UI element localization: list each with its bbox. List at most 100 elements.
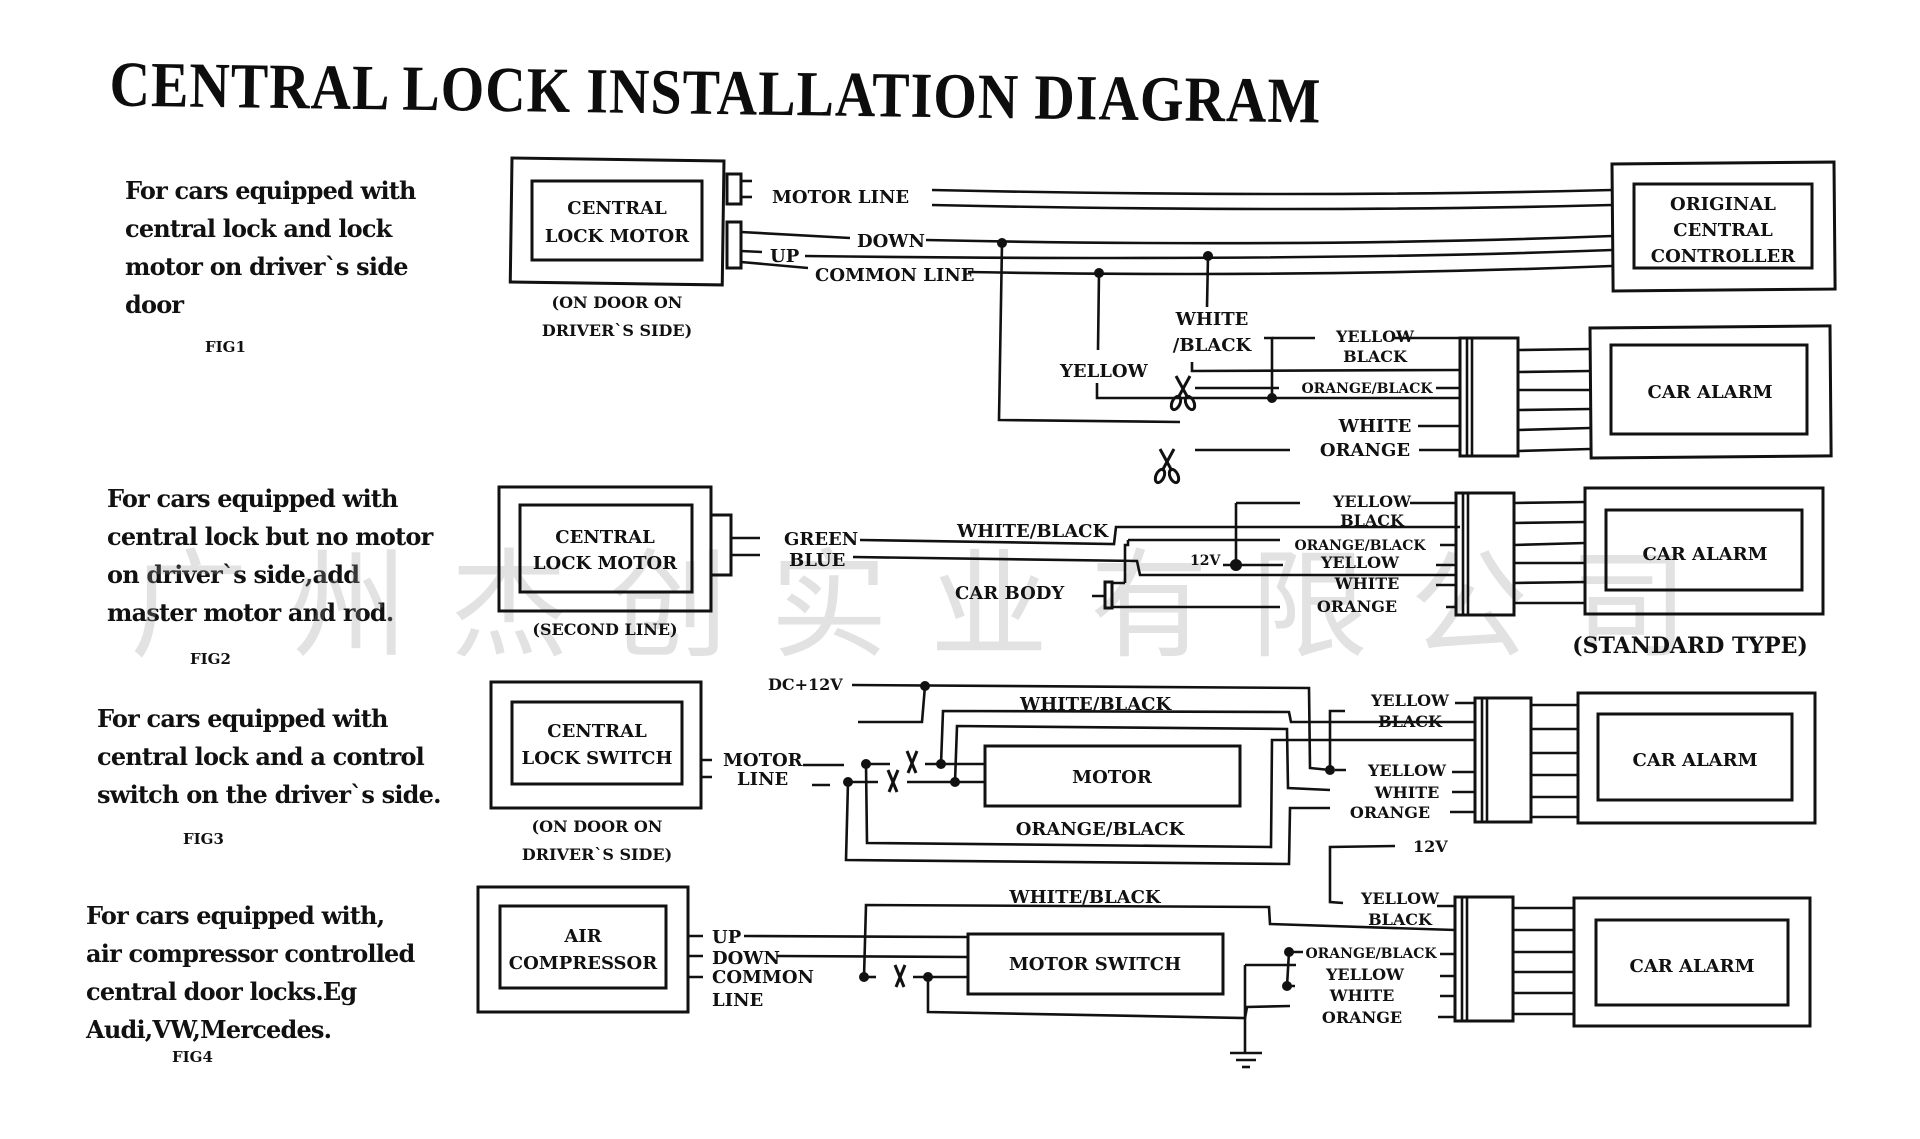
fig4-label-yellow: YELLOW: [1325, 965, 1405, 984]
scissors-icon: [893, 963, 907, 989]
fig1-label-orange: ORANGE: [1320, 440, 1410, 461]
fig2-label-yellow-black: BLACK: [1340, 511, 1405, 530]
junction-dot-icon: [1267, 393, 1277, 403]
fig2-label-12v: 12V: [1190, 553, 1221, 569]
fig3-label-motor-line: MOTOR: [723, 750, 804, 771]
wire-motor-branch: [953, 724, 1331, 792]
wire-yellow-to-alarm: [1095, 383, 1460, 400]
connector-plug-icon: [1092, 580, 1280, 610]
scissors-icon: [905, 749, 919, 775]
fig1-desc-line: central lock and lock: [125, 214, 392, 243]
fig4-description: For cars equipped with, air compressor c…: [86, 897, 415, 1049]
fig4-harness-connector: [1453, 895, 1574, 1023]
wire-orange-loop: [844, 781, 1330, 866]
controller-line: CENTRAL: [1673, 220, 1773, 241]
fig3-motor-box: MOTOR: [983, 744, 1242, 808]
fig1-device-line: CENTRAL: [567, 198, 667, 219]
fig2-label-yellow-black: YELLOW: [1332, 492, 1412, 511]
wire-yellow-drop: [1096, 272, 1101, 351]
fig1-device-caption: (ON DOOR ON: [552, 293, 683, 312]
fig1-original-central-controller-box: ORIGINAL CENTRAL CONTROLLER: [1610, 160, 1837, 293]
fig2-label: FIG2: [190, 650, 231, 668]
fig3-desc-line: For cars equipped with: [97, 704, 389, 733]
junction-dot-icon: [1230, 559, 1242, 571]
motor-switch-label: MOTOR SWITCH: [1009, 954, 1181, 975]
fig2-diagram: CENTRAL LOCK MOTOR (SECOND LINE) GREEN B…: [497, 485, 1825, 659]
fig2-label-white: WHITE: [1334, 574, 1400, 593]
wire-white-drop: [997, 242, 1181, 424]
scissors-icon: [1151, 447, 1183, 486]
scissors-icon: [886, 768, 900, 794]
fig2-label-car-body: CAR BODY: [955, 583, 1065, 604]
fig1-label-common-line: COMMON LINE: [815, 265, 975, 286]
wire-common: [740, 260, 1613, 276]
fig1-car-alarm-box: CAR ALARM: [1588, 324, 1833, 460]
fig4-air-compressor-box: AIR COMPRESSOR: [476, 885, 690, 1014]
wire-white-black: [939, 709, 1475, 765]
fig3-device-line: CENTRAL: [547, 721, 647, 742]
fig1-label-white-black: /BLACK: [1173, 335, 1253, 356]
fig2-desc-line: master motor and rod.: [107, 598, 394, 627]
fig4-label-common: COMMON: [712, 967, 814, 988]
fig4-label-white: WHITE: [1329, 986, 1395, 1005]
fig4-device-line: AIR: [563, 926, 602, 947]
fig4-label-white-black: WHITE/BLACK: [1008, 887, 1161, 908]
wire-motor-line-2: [931, 203, 1613, 211]
fig4-desc-line: For cars equipped with,: [86, 901, 385, 930]
fig2-label-orange: ORANGE: [1317, 597, 1397, 616]
fig4-label-orange: ORANGE: [1322, 1008, 1402, 1027]
fig2-description: For cars equipped with central lock but …: [107, 480, 433, 632]
car-alarm-label: CAR ALARM: [1643, 544, 1768, 565]
fig1-desc-line: motor on driver`s side: [125, 252, 408, 281]
wire-motor-line-1: [931, 188, 1613, 196]
fig3-device-line: LOCK SWITCH: [522, 748, 673, 769]
wire-white-black-drop: [1205, 255, 1210, 308]
fig2-desc-line: For cars equipped with: [107, 484, 399, 513]
fig3-device-caption: (ON DOOR ON: [532, 817, 663, 836]
fig1-label-yellow-black: BLACK: [1343, 347, 1408, 366]
fig2-alarm-caption: (STANDARD TYPE): [1572, 633, 1808, 659]
wire-down: [740, 230, 1613, 245]
fig1-device-caption: DRIVER`S SIDE): [542, 321, 692, 340]
fig4-car-alarm-box: CAR ALARM: [1572, 896, 1812, 1028]
fig4-desc-line: central door locks.Eg: [86, 977, 357, 1006]
fig2-device-line: LOCK MOTOR: [533, 553, 678, 574]
controller-line: ORIGINAL: [1670, 194, 1776, 215]
fig3-harness-connector: [1473, 696, 1578, 824]
fig3-label-white: WHITE: [1374, 783, 1440, 802]
fig4-label: FIG4: [172, 1048, 213, 1066]
wire-yellow-ground: [1243, 963, 1296, 1052]
fig2-desc-line: central lock but no motor: [107, 522, 433, 551]
fig3-desc-line: central lock and a control: [97, 742, 425, 771]
fig3-label: FIG3: [183, 830, 224, 848]
fig3-label-yellow-black: BLACK: [1378, 712, 1443, 731]
fig1-label: FIG1: [205, 338, 246, 356]
car-alarm-label: CAR ALARM: [1630, 956, 1755, 977]
fig3-label-motor-line: LINE: [737, 769, 788, 790]
wire-dc12v: [851, 683, 1331, 772]
fig4-desc-line: Audi,VW,Mercedes.: [86, 1015, 332, 1044]
fig1-label-white-black: WHITE: [1175, 309, 1249, 330]
fig3-label-orange: ORANGE: [1350, 803, 1430, 822]
fig3-description: For cars equipped with central lock and …: [97, 700, 441, 814]
fig1-label-down: DOWN: [857, 231, 925, 252]
fig1-central-lock-motor-box: CENTRAL LOCK MOTOR: [508, 156, 726, 287]
ground-symbol-icon: [1230, 1051, 1262, 1069]
fig2-device-caption: (SECOND LINE): [532, 620, 677, 639]
wire-common: [913, 975, 1291, 1020]
fig3-central-lock-switch-box: CENTRAL LOCK SWITCH: [489, 680, 703, 810]
connector-plug-icon: [725, 172, 752, 270]
fig2-central-lock-motor-box: CENTRAL LOCK MOTOR: [497, 485, 713, 613]
fig1-desc-line: door: [125, 290, 184, 319]
fig4-label-common: LINE: [712, 990, 763, 1011]
fig3-label-white-black: WHITE/BLACK: [1019, 694, 1172, 715]
car-alarm-label: CAR ALARM: [1633, 750, 1758, 771]
fig4-label-yellow-black: BLACK: [1368, 910, 1433, 929]
fig3-diagram: CENTRAL LOCK SWITCH (ON DOOR ON DRIVER`S…: [489, 675, 1817, 866]
fig2-label-blue: BLUE: [789, 550, 845, 571]
fig1-diagram: CENTRAL LOCK MOTOR (ON DOOR ON DRIVER`S …: [508, 156, 1837, 486]
wire-green-white-black: [859, 525, 1460, 546]
wire-up-down: [743, 934, 969, 959]
fig3-label-12v: 12V: [1413, 837, 1448, 856]
